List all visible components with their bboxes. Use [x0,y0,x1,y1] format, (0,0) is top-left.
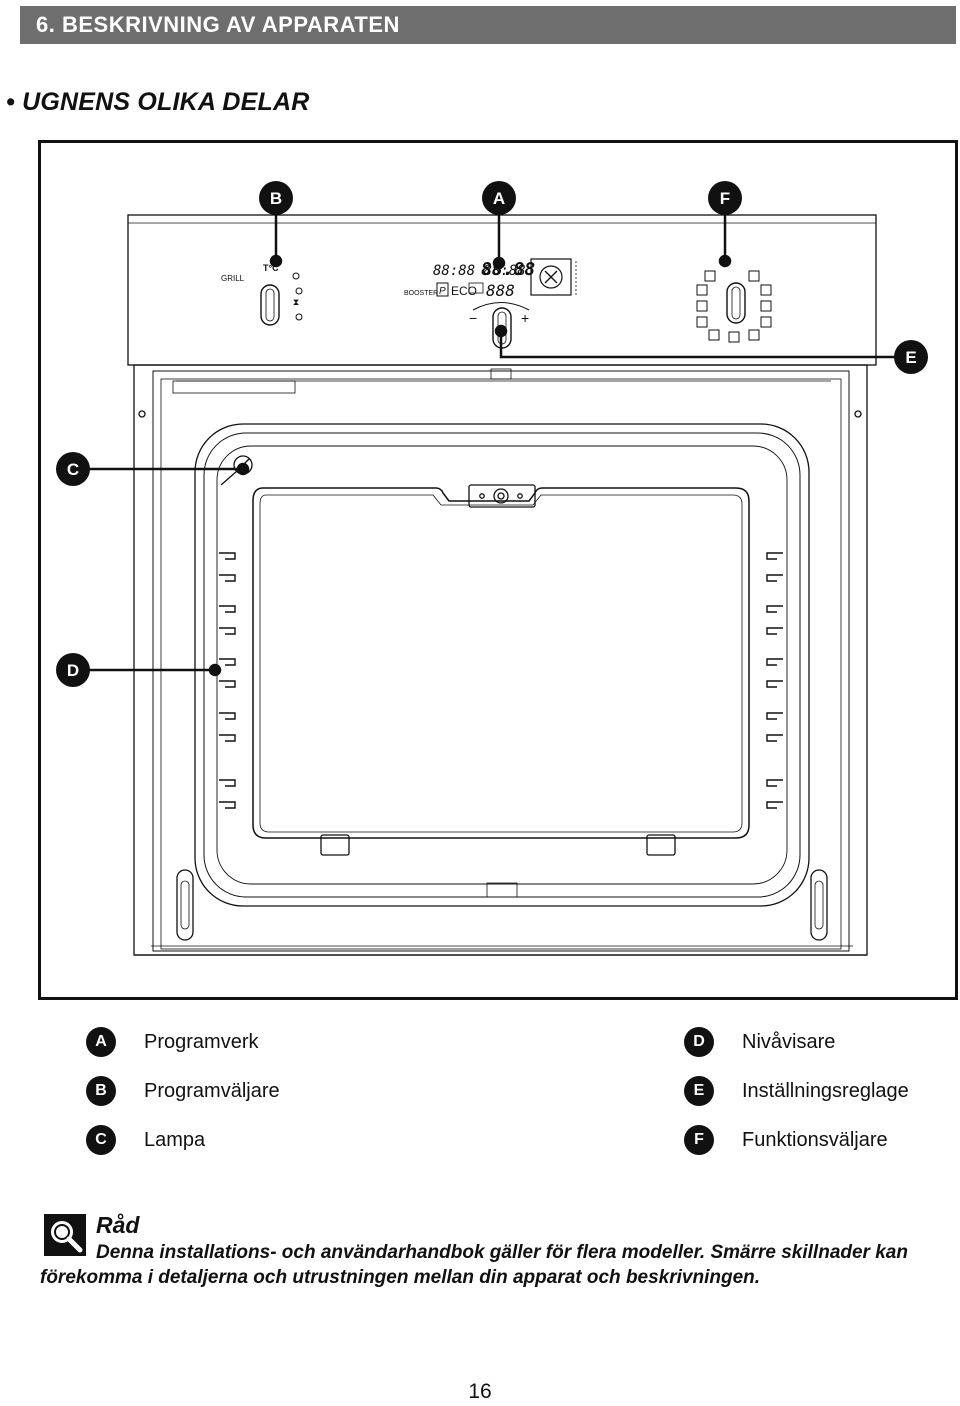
legend-label-f: Funktionsväljare [742,1128,888,1151]
legend-key-e: E [684,1076,714,1106]
fan-icon [539,265,563,289]
legend-label-e: Inställningsreglage [742,1079,909,1102]
panel-temp-text: T°C [263,263,279,273]
panel-temp-digits: 888 [486,281,515,300]
panel-minus-text: − [469,310,477,326]
legend-key-f: F [684,1125,714,1155]
oven-diagram: ⧗ GRILL T°C 88:88 88:88 88.88 BOOSTER P … [56,181,928,956]
oven-window [252,487,750,839]
legend-label-b: Programväljare [144,1079,280,1102]
program-selector-knob: ⧗ [260,272,303,326]
legend-item-f: F Funktionsväljare [684,1125,888,1155]
svg-text:A: A [493,189,505,208]
svg-text:⧗: ⧗ [293,298,299,308]
legend-item-d: D Nivåvisare [684,1027,835,1057]
callout-f: F [708,181,742,215]
callout-e: E [894,340,928,374]
page-number: 16 [468,1380,492,1403]
tip-text: Denna installations- och användarhandbok… [40,1242,908,1288]
section-header-title: 6. BESKRIVNING AV APPARATEN [36,12,400,37]
legend-item-c: C Lampa [86,1125,205,1155]
legend-item-e: E Inställningsreglage [684,1076,909,1106]
svg-text:B: B [270,189,282,208]
door-slot-left [176,869,194,941]
svg-text:F: F [720,189,730,208]
callout-d: D [56,653,90,687]
fan-cover [468,484,536,508]
callout-b: B [259,181,293,215]
legend-key-d: D [684,1027,714,1057]
legend-item-b: B Programväljare [86,1076,280,1106]
legend-label-c: Lampa [144,1128,206,1151]
door-slot-right [810,869,828,941]
door-hinge-right [646,834,676,856]
legend-item-a: A Programverk [86,1027,258,1057]
legend-key-b: B [86,1076,116,1106]
panel-grill-text: GRILL [221,274,245,283]
svg-text:E: E [905,348,916,367]
panel-p-text: P [439,286,446,297]
oven-door-frame [194,423,810,907]
legend-label-a: Programverk [144,1030,259,1053]
callout-a: A [482,181,516,215]
legend-key-c: C [86,1125,116,1155]
callout-c: C [56,452,90,486]
panel-clock-text: 88.88 [481,259,535,280]
magnifier-icon [44,1214,86,1256]
function-selector-knob [696,270,772,343]
svg-text:C: C [67,460,79,479]
panel-plus-text: + [521,310,529,326]
oven-body [133,364,868,956]
shelf-guides-right [766,552,783,809]
legend-key-a: A [86,1027,116,1057]
panel-eco-text: ECO [451,284,477,298]
tip-title: Råd [96,1212,140,1238]
legend-label-d: Nivåvisare [742,1030,836,1053]
door-hinge-left [320,834,350,856]
panel-booster-text: BOOSTER [404,290,438,297]
svg-text:D: D [67,661,79,680]
oven-diagram-frame: ⧗ GRILL T°C 88:88 88:88 88.88 BOOSTER P … [38,140,958,1000]
section-header-bar: 6. BESKRIVNING AV APPARATEN [20,6,956,44]
shelf-guides-left [219,552,236,809]
subsection-title: • UGNENS OLIKA DELAR [6,88,310,116]
